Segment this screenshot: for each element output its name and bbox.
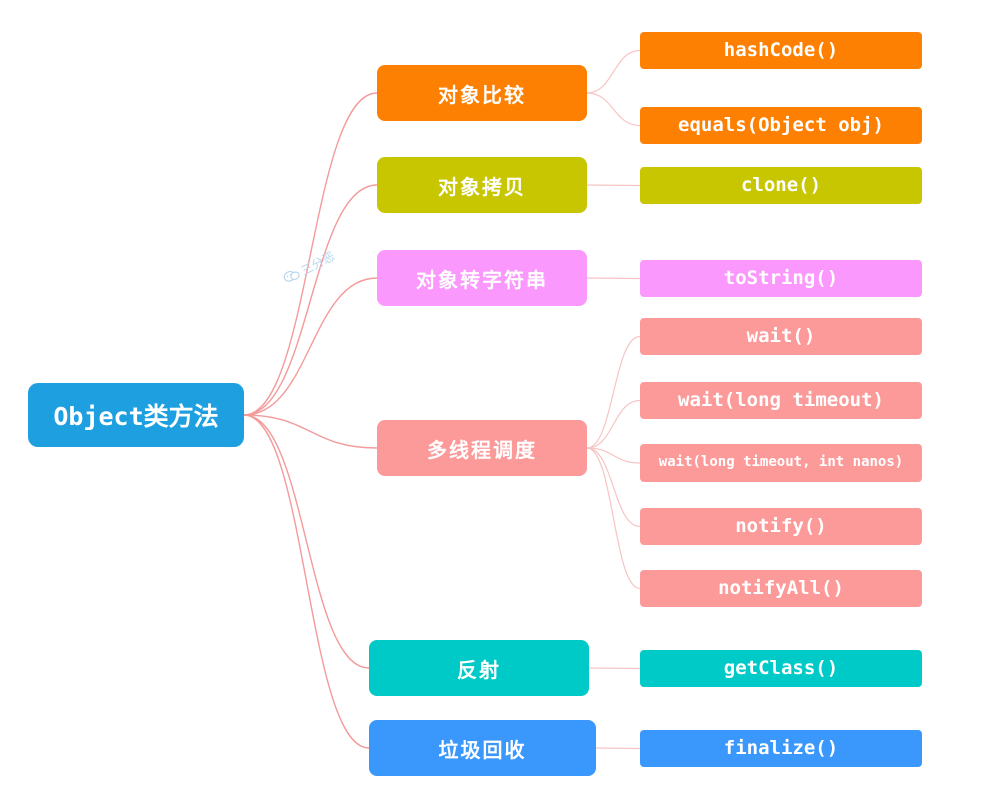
link-comparison-1	[586, 92, 641, 127]
watermark: 三分恶	[281, 247, 338, 288]
wechat-bubble-icon	[281, 266, 303, 288]
method-notifyall[interactable]: notifyAll()	[640, 570, 922, 607]
method-getclass[interactable]: getClass()	[640, 650, 922, 687]
link-gc-0	[595, 747, 641, 750]
method-equals-object-obj[interactable]: equals(Object obj)	[640, 107, 922, 144]
link-root-comparison	[243, 92, 378, 416]
method-wait-long-timeout-int-nanos[interactable]: wait(long timeout, int nanos)	[640, 444, 922, 482]
link-thread-2	[586, 447, 641, 464]
category-tostring[interactable]: 对象转字符串	[377, 250, 587, 306]
category-gc[interactable]: 垃圾回收	[369, 720, 596, 776]
link-root-copy	[243, 184, 378, 416]
link-comparison-0	[586, 49, 641, 94]
link-root-gc	[243, 414, 370, 749]
method-finalize[interactable]: finalize()	[640, 730, 922, 767]
link-thread-3	[586, 447, 641, 528]
category-thread[interactable]: 多线程调度	[377, 420, 587, 476]
root-node[interactable]: Object类方法	[28, 383, 244, 447]
link-copy-0	[586, 184, 641, 187]
link-thread-4	[586, 447, 641, 590]
category-reflection[interactable]: 反射	[369, 640, 589, 696]
method-notify[interactable]: notify()	[640, 508, 922, 545]
method-wait[interactable]: wait()	[640, 318, 922, 355]
method-wait-long-timeout[interactable]: wait(long timeout)	[640, 382, 922, 419]
link-root-thread	[243, 414, 378, 449]
link-reflection-0	[588, 667, 641, 670]
link-tostring-0	[586, 277, 641, 280]
link-thread-1	[586, 399, 641, 449]
category-copy[interactable]: 对象拷贝	[377, 157, 587, 213]
method-hashcode[interactable]: hashCode()	[640, 32, 922, 69]
link-root-reflection	[243, 414, 370, 669]
link-thread-0	[586, 335, 641, 449]
category-comparison[interactable]: 对象比较	[377, 65, 587, 121]
link-root-tostring	[243, 277, 378, 416]
method-tostring[interactable]: toString()	[640, 260, 922, 297]
method-clone[interactable]: clone()	[640, 167, 922, 204]
